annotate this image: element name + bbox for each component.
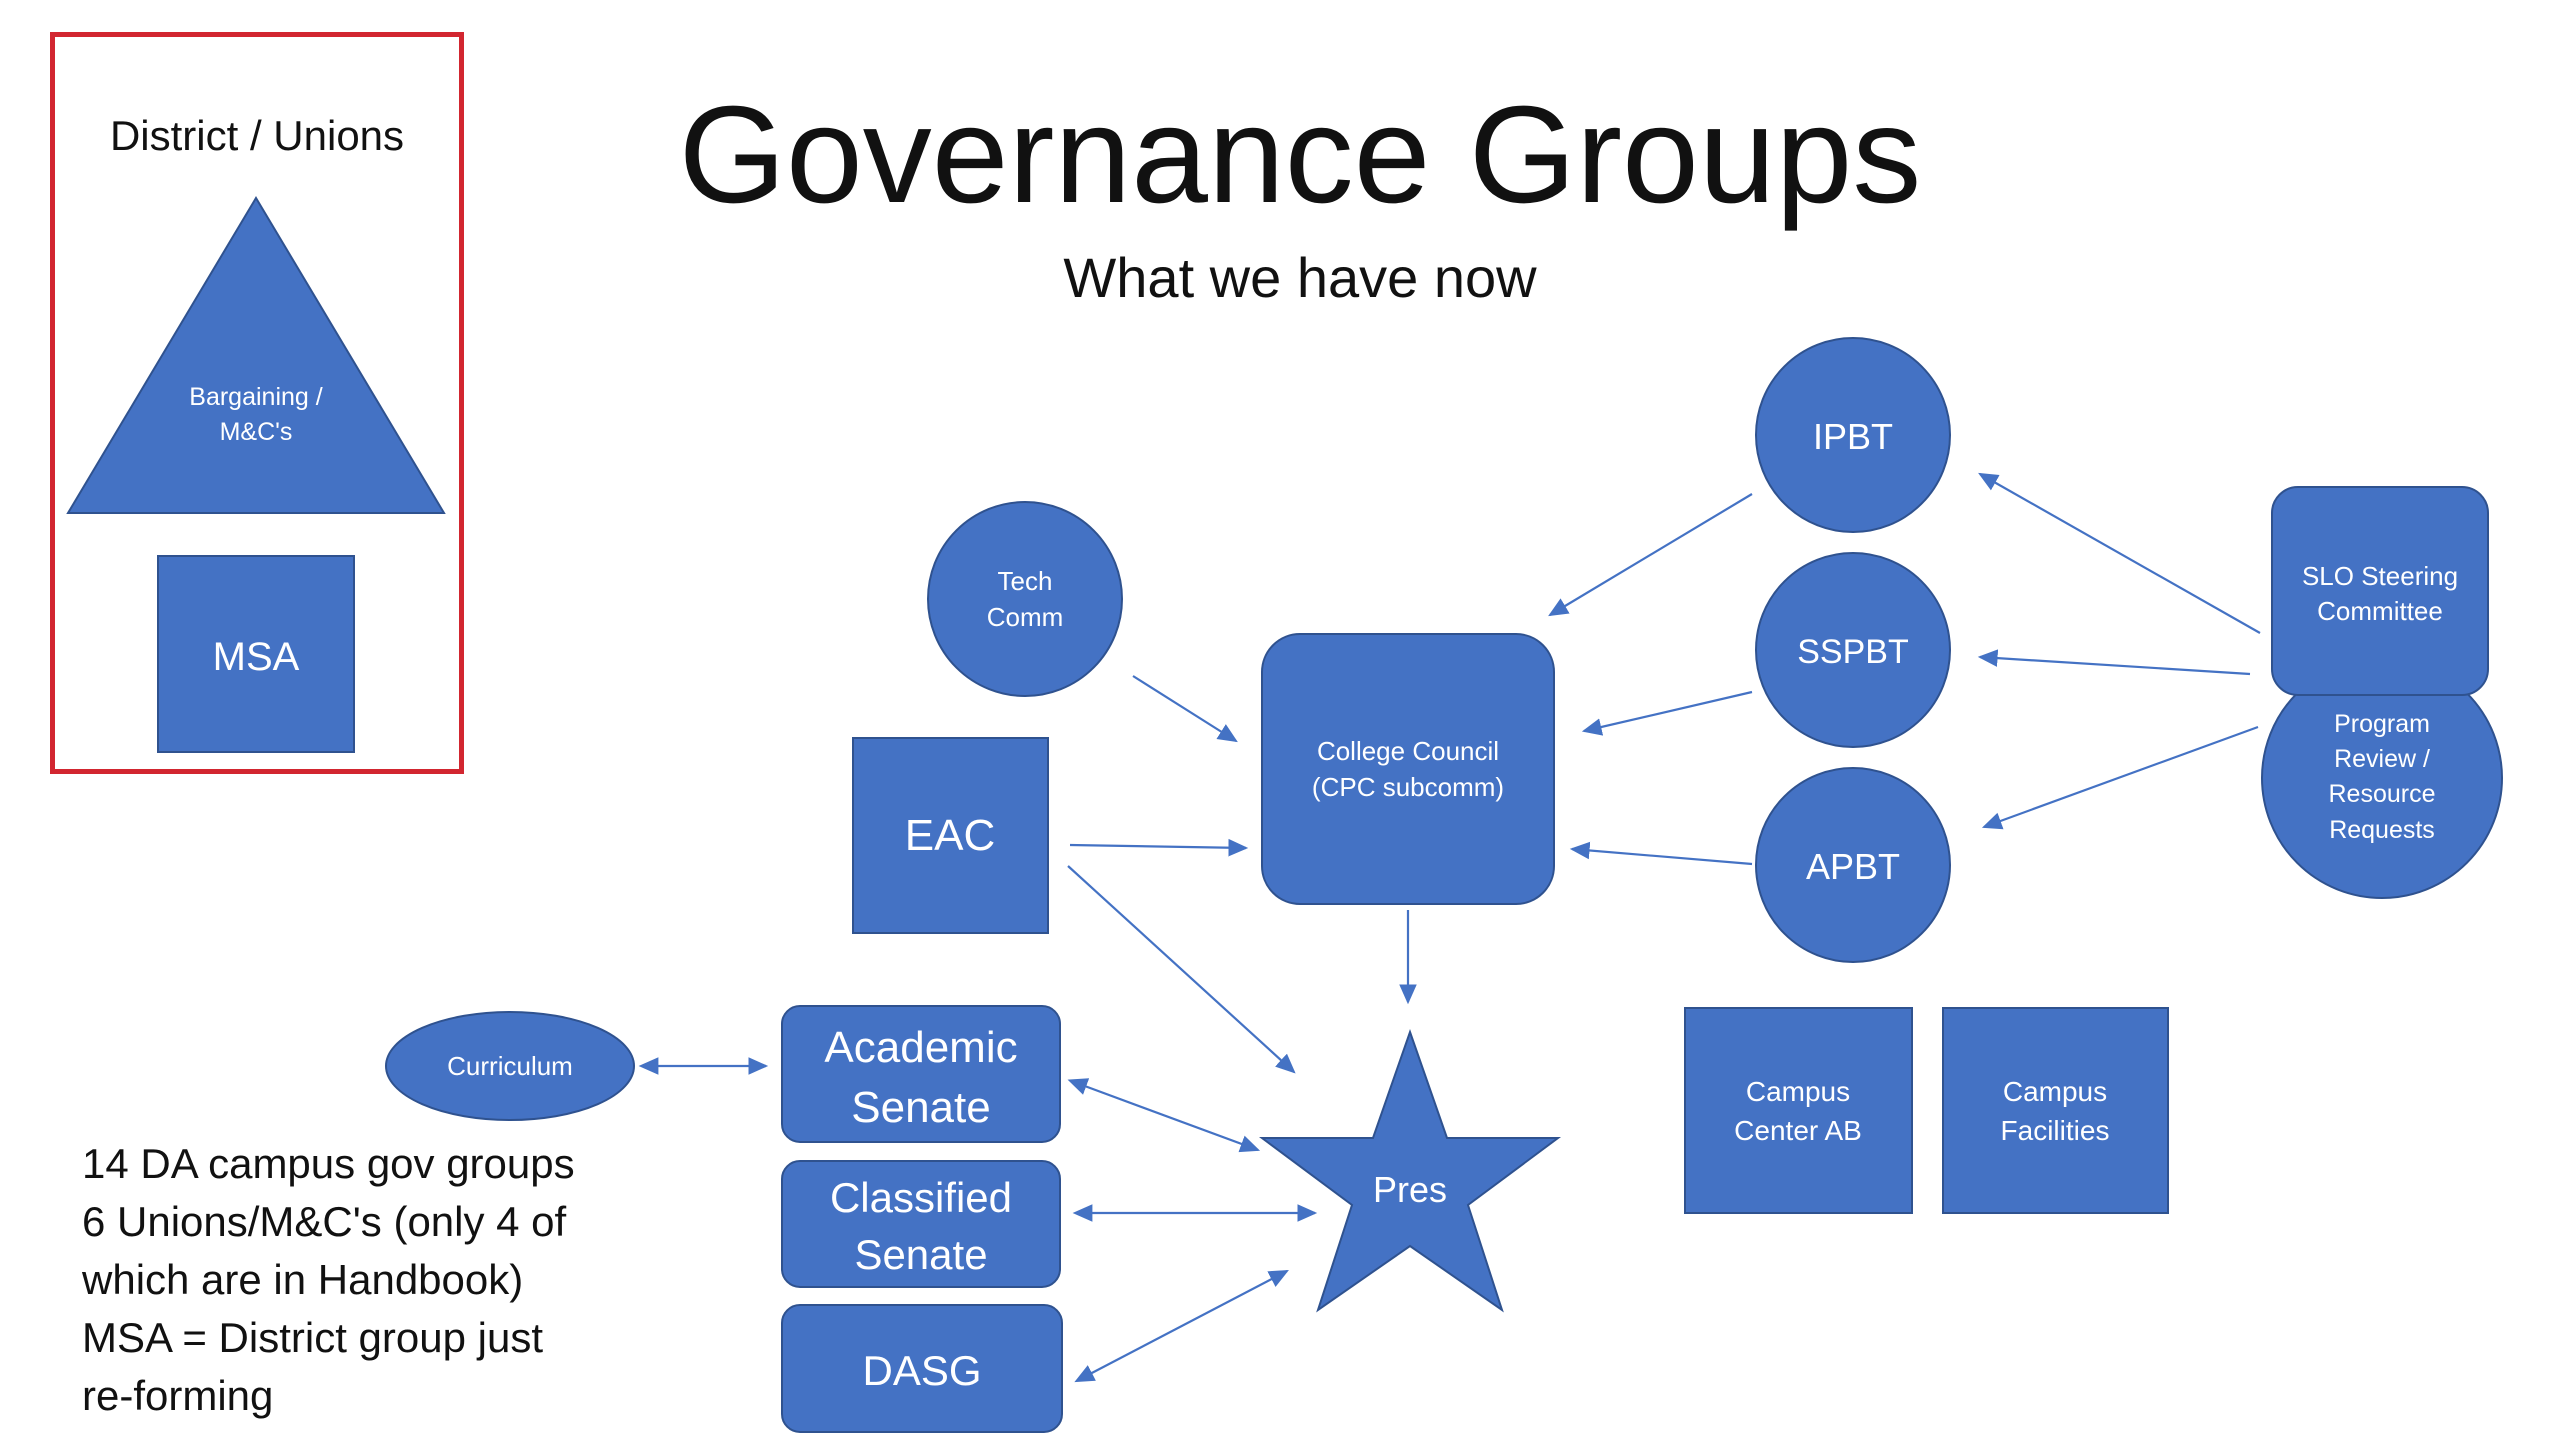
program-review-circle: Program Review / Resource Requests — [2261, 657, 2503, 899]
ipbt-circle: IPBT — [1755, 337, 1951, 533]
sspbt-circle: SSPBT — [1755, 552, 1951, 748]
program-review-line4: Requests — [2329, 816, 2435, 844]
arrow-ipbt-to-council — [1548, 493, 1753, 617]
pres-label: Pres — [1373, 1169, 1447, 1210]
dasg-label: DASG — [862, 1347, 981, 1394]
triangle-label-line1: Bargaining / — [189, 383, 322, 411]
note-line: MSA = District group just — [82, 1314, 543, 1361]
apbt-circle: APBT — [1755, 767, 1951, 963]
eac-square: EAC — [852, 737, 1049, 934]
notes: 14 DA campus gov groups 6 Unions/M&C's (… — [82, 1135, 575, 1425]
arrow-eac-to-council — [1069, 838, 1249, 857]
tech-comm-line2: Comm — [987, 602, 1064, 632]
arrow-slo-to-ipbt — [1978, 472, 2261, 634]
page-title: Governance Groups — [678, 78, 1922, 232]
msa-square: MSA — [157, 555, 355, 753]
campus-center-line1: Campus — [1746, 1076, 1850, 1107]
ipbt-label: IPBT — [1813, 416, 1893, 457]
apbt-label: APBT — [1806, 846, 1900, 887]
college-council-box: College Council (CPC subcomm) — [1261, 633, 1555, 905]
page-subtitle: What we have now — [1063, 246, 1537, 309]
msa-label: MSA — [213, 635, 300, 679]
classified-senate-line1: Classified — [830, 1174, 1012, 1221]
legend-title: District / Unions — [109, 112, 405, 159]
bargaining-triangle: Bargaining / M&C's — [66, 196, 446, 514]
program-review-line1: Program — [2334, 710, 2430, 738]
campus-facilities-line2: Facilities — [2001, 1115, 2110, 1146]
college-council-line1: College Council — [1317, 736, 1499, 766]
arrow-dasg-pres — [1074, 1269, 1289, 1383]
triangle-label-line2: M&C's — [220, 418, 293, 446]
academic-senate-box: Academic Senate — [781, 1005, 1061, 1143]
arrow-sspbt-to-council — [1581, 690, 1753, 736]
program-review-line3: Resource — [2329, 780, 2436, 808]
curriculum-label: Curriculum — [447, 1051, 573, 1081]
college-council-line2: (CPC subcomm) — [1312, 772, 1504, 802]
campus-facilities-square: Campus Facilities — [1942, 1007, 2169, 1214]
arrow-programreview-to-apbt — [1981, 725, 2259, 830]
campus-center-line2: Center AB — [1734, 1115, 1862, 1146]
tech-comm-line1: Tech — [998, 566, 1053, 596]
arrow-slo-to-sspbt — [1977, 649, 2251, 676]
slo-line1: SLO Steering — [2302, 561, 2458, 591]
classified-senate-box: Classified Senate — [781, 1160, 1061, 1288]
legend-box — [50, 32, 464, 774]
note-line: which are in Handbook) — [82, 1256, 524, 1303]
academic-senate-line1: Academic — [824, 1023, 1017, 1072]
campus-facilities-line1: Campus — [2003, 1076, 2107, 1107]
curriculum-ellipse: Curriculum — [385, 1011, 635, 1121]
tech-comm-circle: Tech Comm — [927, 501, 1123, 697]
classified-senate-line2: Senate — [854, 1231, 987, 1278]
arrow-academic-senate-pres — [1067, 1078, 1261, 1153]
slo-steering-box: SLO Steering Committee — [2271, 486, 2489, 696]
note-line: 14 DA campus gov groups — [82, 1140, 575, 1187]
eac-label: EAC — [905, 811, 995, 860]
note-line: 6 Unions/M&C's (only 4 of — [82, 1198, 567, 1245]
sspbt-label: SSPBT — [1797, 633, 1908, 671]
arrow-techcomm-to-council — [1132, 675, 1238, 743]
campus-center-square: Campus Center AB — [1684, 1007, 1913, 1214]
arrow-apbt-to-council — [1569, 841, 1753, 866]
slo-line2: Committee — [2317, 596, 2443, 626]
academic-senate-line2: Senate — [851, 1083, 990, 1132]
pres-star: Pres — [1258, 1028, 1562, 1313]
arrow-eac-to-pres — [1067, 865, 1296, 1074]
program-review-line2: Review / — [2334, 745, 2430, 773]
note-line: re-forming — [82, 1372, 274, 1419]
dasg-box: DASG — [781, 1304, 1063, 1433]
